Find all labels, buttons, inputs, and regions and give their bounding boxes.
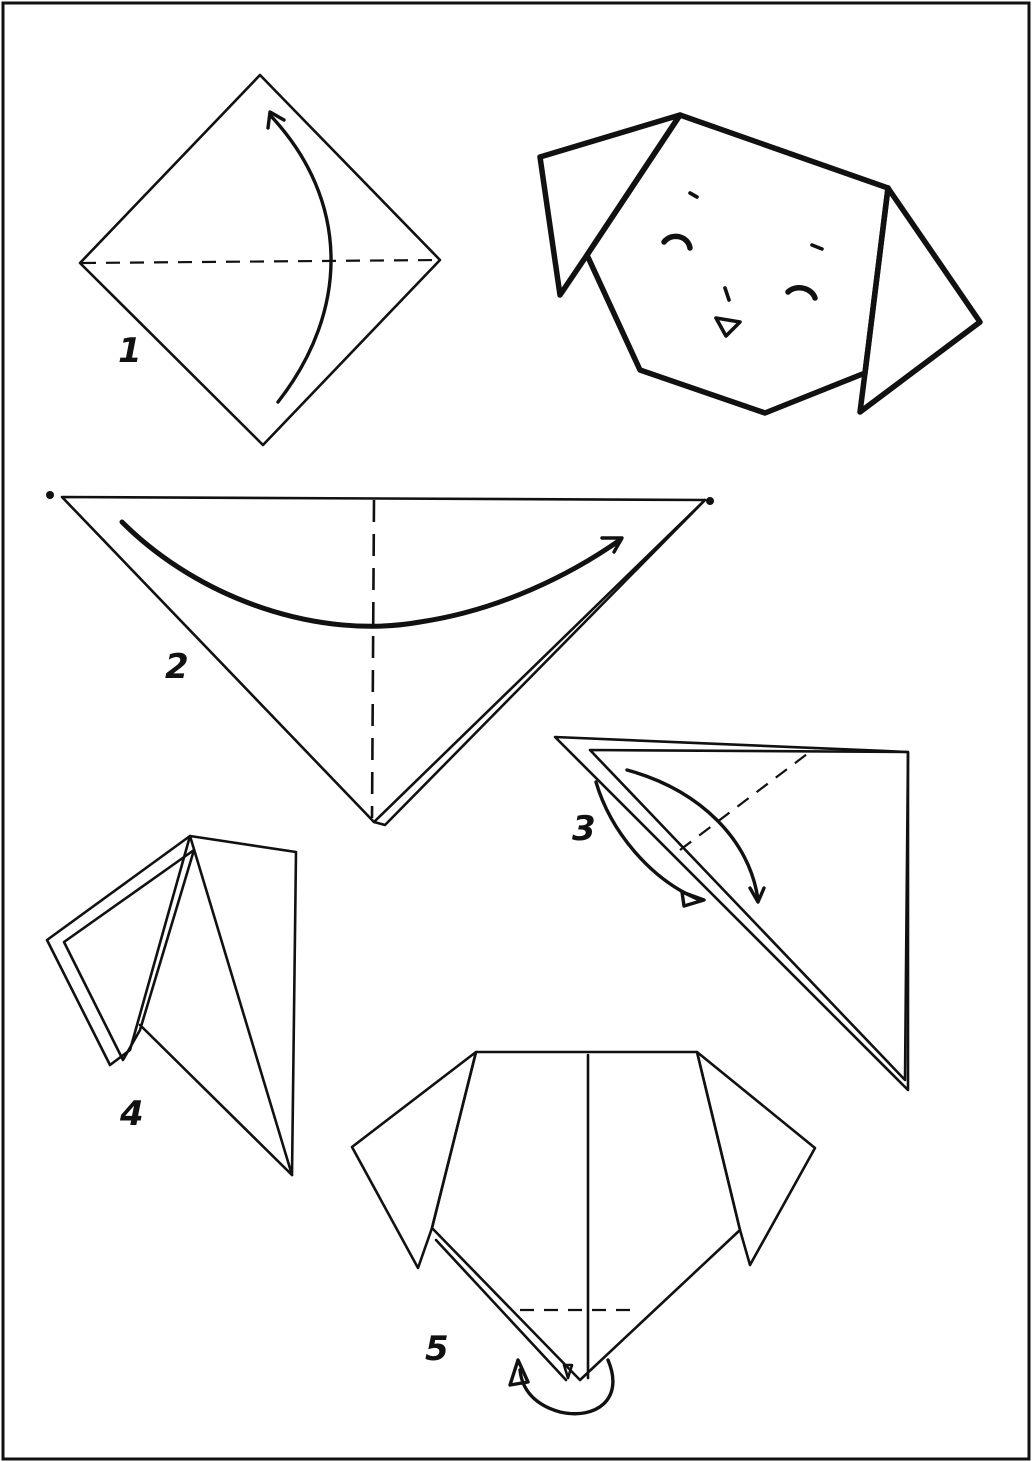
dog-left-eyebrow — [690, 193, 697, 197]
step-1-paper-square — [80, 75, 440, 445]
step-2-fold-line — [372, 500, 374, 818]
step-3-fold-line — [680, 748, 815, 850]
step-5-right-ear — [697, 1052, 815, 1265]
step-5-fold-arrow — [520, 1360, 613, 1414]
step-2-right-corner-dot — [706, 497, 714, 505]
dog-right-eyebrow — [812, 245, 822, 249]
step-5-head-body — [432, 1052, 740, 1380]
step-3-fold-arrow-left — [596, 782, 700, 900]
dog-left-ear — [540, 115, 680, 295]
step-1-fold-arrow — [270, 115, 331, 402]
step-3-fold-arrow-right — [627, 770, 758, 900]
step-1-fold-line — [82, 260, 438, 263]
step-4-number: 4 — [119, 1094, 144, 1134]
dog-left-eye — [664, 236, 690, 248]
dog-nose-line — [725, 288, 729, 300]
finished-dog-head — [540, 115, 980, 413]
step-2-number: 2 — [165, 647, 189, 687]
dog-mouth — [716, 318, 740, 336]
step-2-left-corner-dot — [46, 491, 54, 499]
step-1-number: 1 — [118, 331, 142, 371]
step-3-paper-inner — [590, 750, 908, 1080]
dog-face-outline — [587, 115, 888, 413]
step-2-fold-arrow — [122, 522, 620, 626]
step-3-diagram: 3 — [555, 737, 908, 1090]
step-3-number: 3 — [572, 809, 596, 849]
step-5-number: 5 — [425, 1329, 449, 1369]
step-3-arrowhead-left — [682, 892, 704, 906]
step-3-paper-outer — [555, 737, 908, 1090]
dog-right-eye — [788, 288, 815, 298]
step-5-left-ear — [352, 1052, 476, 1268]
dog-right-ear — [860, 188, 980, 412]
step-1-diagram: 1 — [80, 75, 440, 445]
page-frame — [3, 3, 1029, 1459]
step-4-diagram: 4 — [47, 836, 296, 1175]
step-5-diagram: 5 — [352, 1052, 815, 1414]
step-4-paper-body — [190, 836, 296, 1175]
